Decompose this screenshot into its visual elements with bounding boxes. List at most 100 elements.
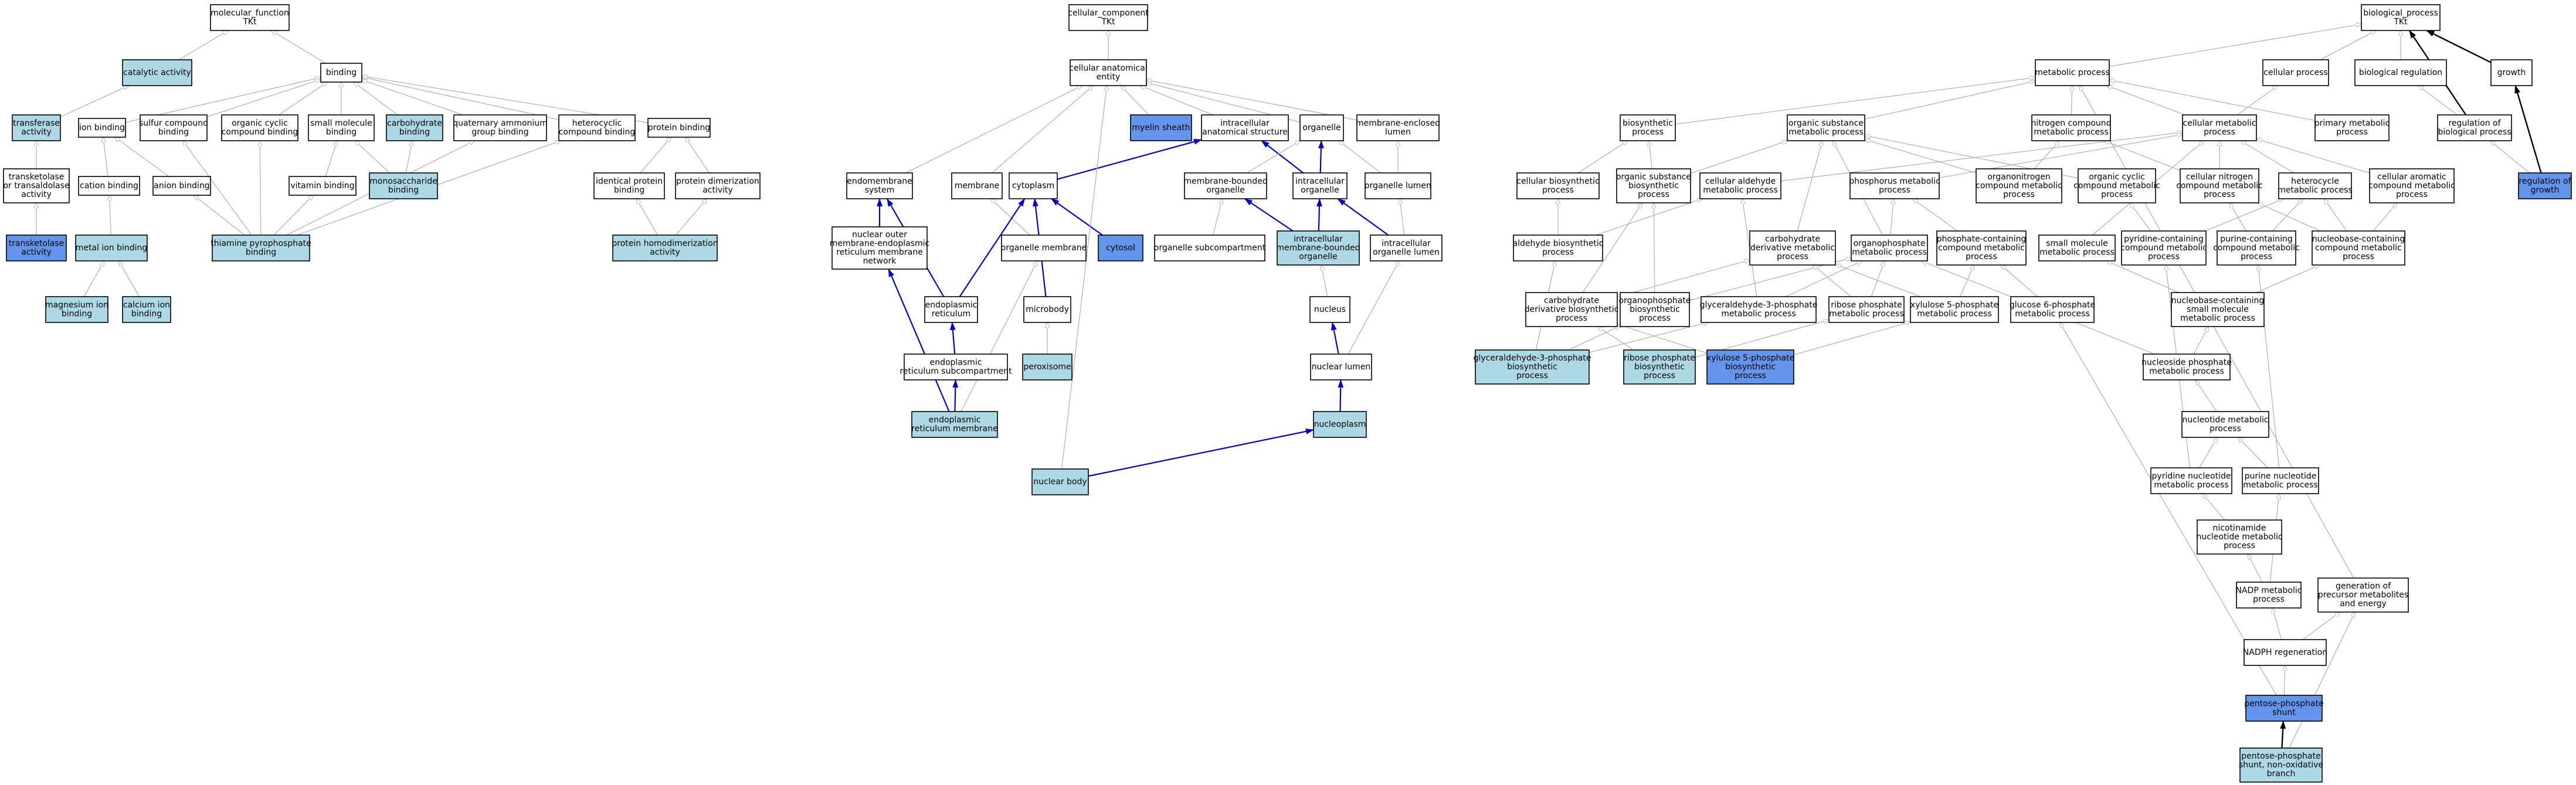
term-node-metabolic-process[interactable]: metabolic process bbox=[2035, 59, 2110, 86]
term-node-anion-binding[interactable]: anion binding bbox=[152, 176, 211, 196]
term-node-ion-binding[interactable]: ion binding bbox=[78, 118, 126, 138]
term-node-organelle-subcompartment[interactable]: organelle subcompartment bbox=[1154, 235, 1266, 261]
term-node-organelle-membrane[interactable]: organelle membrane bbox=[1001, 235, 1087, 261]
term-node-organelle[interactable]: organelle bbox=[1299, 114, 1344, 141]
term-node-catalytic-activity[interactable]: catalytic activity bbox=[122, 59, 192, 86]
term-node-cellular-process[interactable]: cellular process bbox=[2262, 59, 2329, 86]
term-node-nuclear-outer-membrane-er-network[interactable]: nuclear outermembrane-endoplasmicreticul… bbox=[830, 226, 929, 270]
term-node-biological-regulation[interactable]: biological regulation bbox=[2354, 59, 2447, 86]
term-node-protein-binding[interactable]: protein binding bbox=[647, 118, 711, 138]
term-node-nuclear-lumen[interactable]: nuclear lumen bbox=[1310, 354, 1372, 380]
term-node-growth[interactable]: growth bbox=[2490, 59, 2533, 86]
term-node-peroxisome[interactable]: peroxisome bbox=[1022, 354, 1073, 380]
term-node-myelin-sheath[interactable]: myelin sheath bbox=[1130, 114, 1192, 141]
term-node-vitamin-binding[interactable]: vitamin binding bbox=[289, 176, 357, 196]
term-node-nuclear-body[interactable]: nuclear body bbox=[1031, 468, 1089, 495]
term-node-membrane[interactable]: membrane bbox=[951, 172, 1003, 199]
term-node-cation-binding[interactable]: cation binding bbox=[78, 176, 140, 196]
term-node-nucleus[interactable]: nucleus bbox=[1309, 296, 1350, 323]
term-node-metal-ion-binding[interactable]: metal ion binding bbox=[75, 235, 148, 261]
term-node-cytosol[interactable]: cytosol bbox=[1098, 235, 1143, 261]
term-node-microbody[interactable]: microbody bbox=[1023, 296, 1071, 323]
term-node-nadph-regeneration[interactable]: NADPH regeneration bbox=[2243, 639, 2327, 666]
term-node-glyceraldehyde-3-phosphate-biosynthetic-process[interactable]: glyceraldehyde-3-phosphatebiosyntheticpr… bbox=[1474, 349, 1591, 385]
term-node-cytoplasm[interactable]: cytoplasm bbox=[1009, 172, 1058, 199]
term-node-nucleoplasm[interactable]: nucleoplasm bbox=[1313, 411, 1367, 438]
term-node-binding[interactable]: binding bbox=[320, 63, 362, 83]
term-node-organelle-lumen[interactable]: organelle lumen bbox=[1365, 172, 1431, 199]
